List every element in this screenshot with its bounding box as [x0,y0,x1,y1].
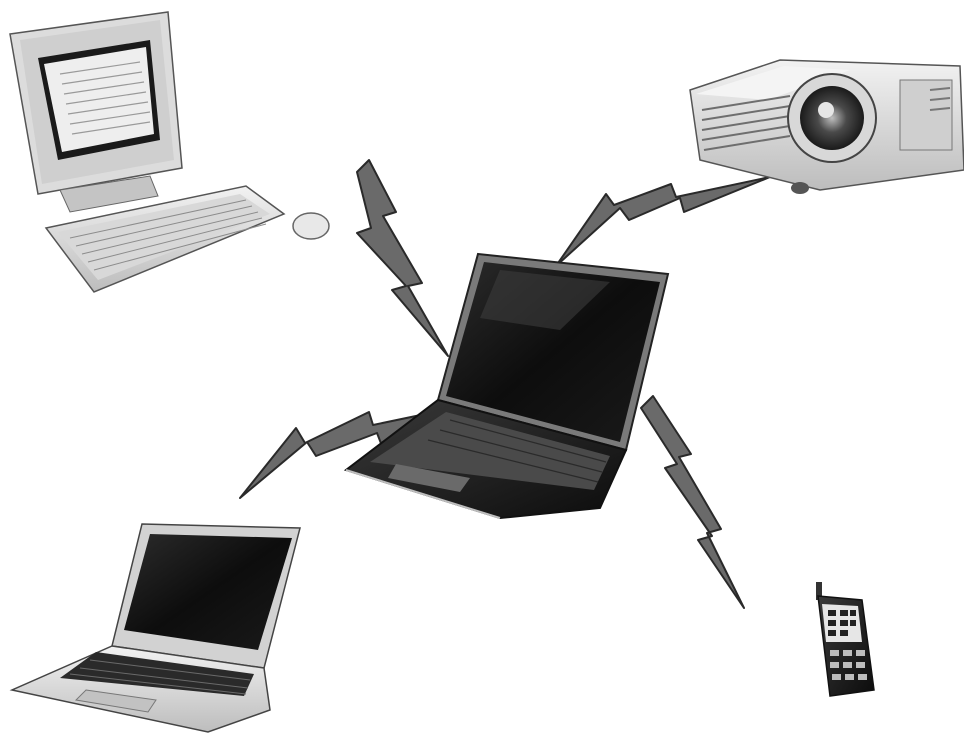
lightning-bolt-icon [556,177,770,266]
projector-icon [690,60,964,194]
wireless-link-desktop [357,160,448,356]
laptop-icon [12,524,300,732]
mouse-icon [293,213,329,239]
desktop-computer-icon [10,12,329,292]
wireless-link-projector [556,177,770,266]
lightning-bolt-icon [641,396,744,608]
lightning-bolt-icon [357,160,448,356]
pda-phone-icon [816,582,874,696]
wireless-link-phone [641,396,744,608]
